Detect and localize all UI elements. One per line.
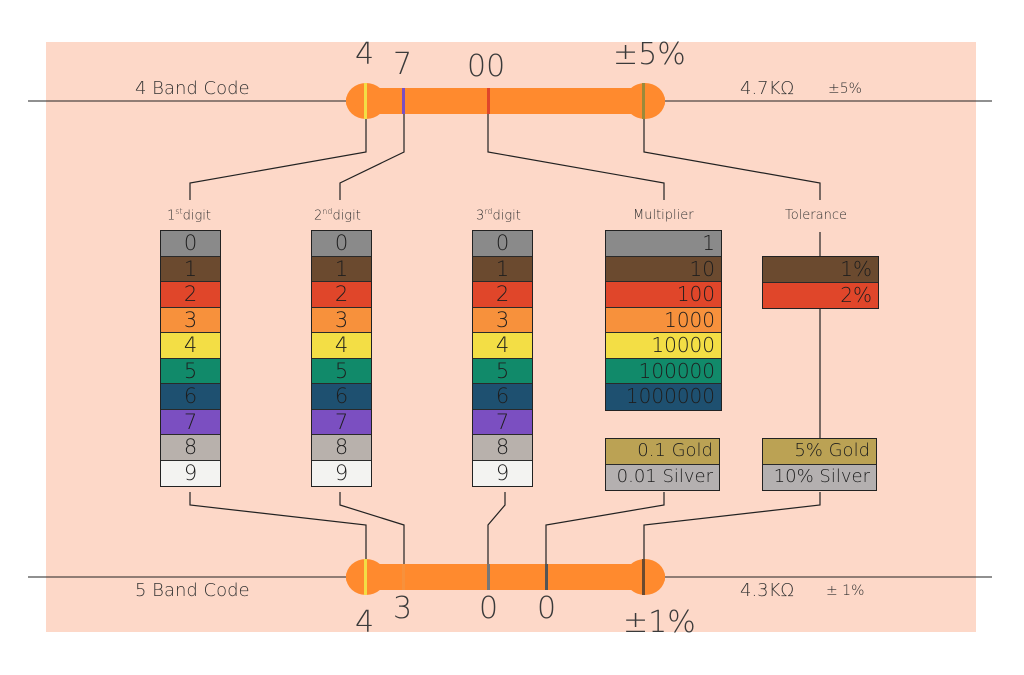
wire-top-digit1 xyxy=(189,119,367,200)
four-band-band-3 xyxy=(487,88,490,114)
four-band-band-1 xyxy=(364,83,367,119)
four-band-multiplier-label: 00 xyxy=(467,49,506,84)
four-band-digit2-label: 7 xyxy=(393,47,413,82)
four-band-band-2 xyxy=(402,88,405,114)
color-code-cell: 4 xyxy=(312,333,371,359)
color-code-cell: 5 xyxy=(473,358,532,384)
wire-bottom-digit1 xyxy=(189,492,367,559)
color-code-cell: 0.1 Gold xyxy=(606,439,719,465)
color-code-cell: 0 xyxy=(161,231,220,257)
color-code-cell: 7 xyxy=(161,409,220,435)
wire-bottom-digit2 xyxy=(339,492,405,564)
color-code-cell: 5 xyxy=(161,358,220,384)
color-code-cell: 100000 xyxy=(606,358,721,384)
color-code-cell: 1 xyxy=(473,256,532,282)
color-code-cell: 6 xyxy=(161,384,220,410)
color-code-cell: 2 xyxy=(473,282,532,308)
color-code-cell: 10000 xyxy=(606,333,721,359)
color-code-cell: 10% Silver xyxy=(763,464,876,490)
four-band-resistor xyxy=(346,83,665,119)
color-code-cell: 2 xyxy=(312,282,371,308)
color-code-cell: 6 xyxy=(473,384,532,410)
color-code-cell: 4 xyxy=(161,333,220,359)
header-multiplier: Multiplier xyxy=(633,208,694,223)
header-first-digit: 1stdigit xyxy=(167,207,211,224)
wire-bottom-tolerance xyxy=(643,492,821,559)
color-code-cell: 1000000 xyxy=(606,384,721,410)
color-code-cell: 5 xyxy=(312,358,371,384)
four-band-value: 4.7KΩ xyxy=(740,78,795,99)
five-band-band-1 xyxy=(364,559,367,595)
color-code-cell: 0 xyxy=(312,231,371,257)
wire-top-multiplier xyxy=(487,114,665,200)
color-code-cell: 9 xyxy=(161,460,220,486)
color-code-cell: 10 xyxy=(606,256,721,282)
four-band-band-4 xyxy=(642,83,645,119)
five-band-tolerance-label: ±1% xyxy=(623,605,696,640)
header-second-digit: 2nddigit xyxy=(314,207,361,224)
color-code-cell: 0 xyxy=(473,231,532,257)
four-band-tolerance-value: ±5% xyxy=(828,81,862,97)
color-code-cell: 8 xyxy=(161,435,220,461)
five-band-code-title: 5 Band Code xyxy=(135,580,250,601)
tolerance-column: 1%2% xyxy=(762,256,879,309)
color-code-cell: 7 xyxy=(312,409,371,435)
color-code-cell: 9 xyxy=(312,460,371,486)
color-code-cell: 2 xyxy=(161,282,220,308)
wire-top-tolerance xyxy=(643,119,821,200)
color-code-cell: 1 xyxy=(161,256,220,282)
color-code-cell: 0.01 Silver xyxy=(606,464,719,490)
five-band-digit1-label: 4 xyxy=(355,605,375,640)
color-code-cell: 8 xyxy=(312,435,371,461)
four-band-digit1-label: 4 xyxy=(355,37,375,72)
color-code-cell: 7 xyxy=(473,409,532,435)
four-band-tolerance-label: ±5% xyxy=(613,37,686,72)
five-band-multiplier-label: 0 xyxy=(537,591,557,626)
color-code-cell: 1 xyxy=(606,231,721,257)
color-code-cell: 100 xyxy=(606,282,721,308)
color-code-cell: 2% xyxy=(763,282,878,308)
five-band-band-2 xyxy=(402,564,405,590)
five-band-band-4 xyxy=(545,564,548,590)
five-band-band-5 xyxy=(642,559,645,595)
color-code-cell: 1000 xyxy=(606,307,721,333)
color-code-cell: 9 xyxy=(473,460,532,486)
five-band-digit2-label: 3 xyxy=(393,591,413,626)
color-code-cell: 5% Gold xyxy=(763,439,876,465)
color-code-cell: 1 xyxy=(312,256,371,282)
color-code-cell: 8 xyxy=(473,435,532,461)
five-band-tolerance-value: ± 1% xyxy=(826,583,865,599)
wire-top-digit2 xyxy=(339,114,405,200)
color-code-cell: 6 xyxy=(312,384,371,410)
four-band-code-title: 4 Band Code xyxy=(135,78,250,99)
wire-bottom-multiplier xyxy=(545,492,665,564)
header-tolerance: Tolerance xyxy=(785,208,847,223)
color-code-cell: 3 xyxy=(312,307,371,333)
header-third-digit: 3rddigit xyxy=(476,207,521,224)
color-code-cell: 4 xyxy=(473,333,532,359)
color-code-cell: 1% xyxy=(763,257,878,283)
color-code-cell: 3 xyxy=(161,307,220,333)
five-band-band-3 xyxy=(487,564,490,590)
wire-bottom-digit3 xyxy=(487,492,506,564)
five-band-digit3-label: 0 xyxy=(479,591,499,626)
five-band-resistor xyxy=(346,559,665,595)
five-band-value: 4.3KΩ xyxy=(740,580,795,601)
color-code-cell: 3 xyxy=(473,307,532,333)
